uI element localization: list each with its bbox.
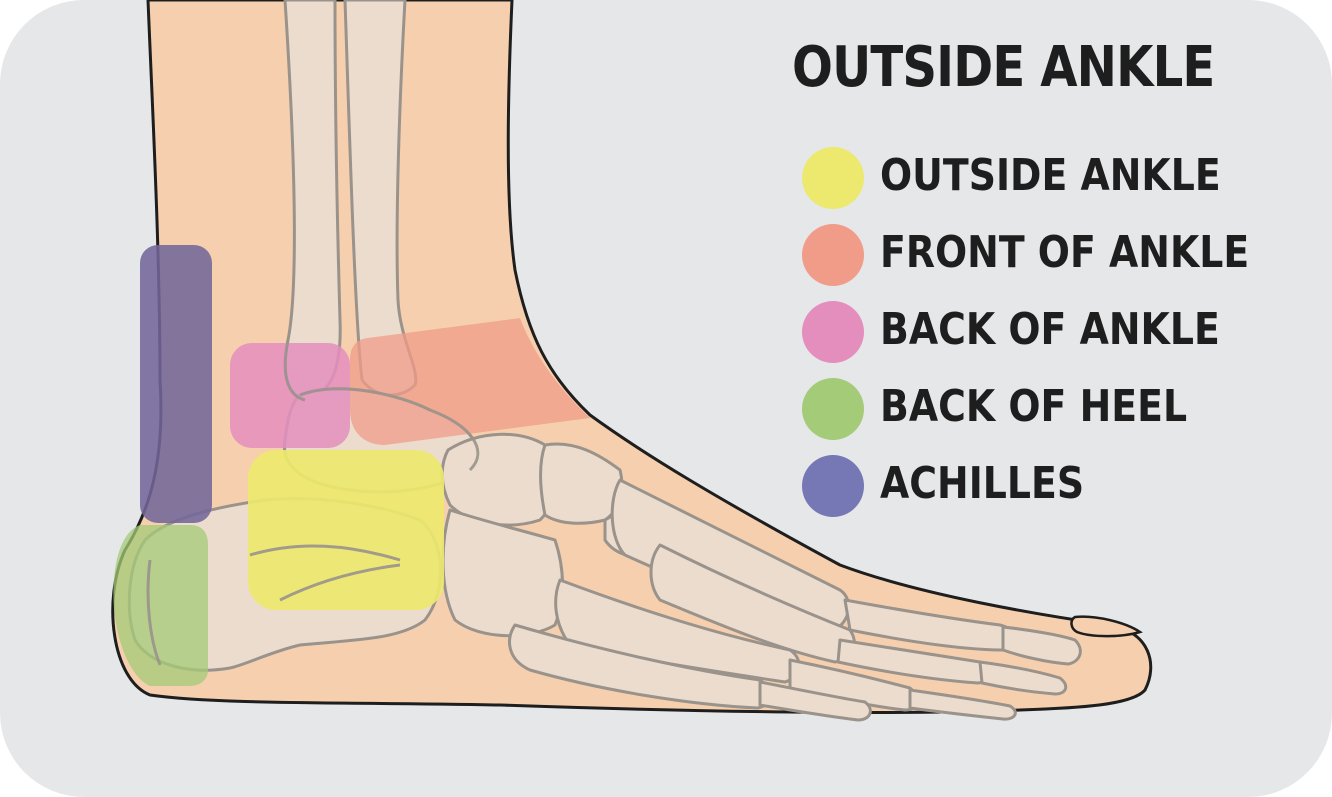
metatarsal-2 xyxy=(649,543,856,664)
region-back-of-heel xyxy=(113,525,208,686)
legend-label: ACHILLES xyxy=(880,458,1085,509)
region-outside-ankle xyxy=(248,450,444,610)
fibula xyxy=(283,0,342,402)
legend-item-outside-ankle: OUTSIDE ANKLE xyxy=(802,147,1302,224)
legend: OUTSIDE ANKLE FRONT OF ANKLE BACK OF ANK… xyxy=(802,147,1302,532)
phalanx-toe-2b xyxy=(978,660,1068,696)
circle-swatch-icon xyxy=(802,301,864,363)
cuboid xyxy=(441,508,564,638)
legend-item-front-of-ankle: FRONT OF ANKLE xyxy=(802,224,1302,301)
legend-item-achilles: ACHILLES xyxy=(802,455,1302,532)
phalanx-toe-3b xyxy=(908,688,1017,721)
region-front-of-ankle xyxy=(350,318,590,445)
legend-label: FRONT OF ANKLE xyxy=(880,227,1250,278)
toenail xyxy=(1070,615,1143,638)
legend-label: BACK OF ANKLE xyxy=(880,304,1220,355)
legend-label: BACK OF HEEL xyxy=(880,381,1188,432)
circle-swatch-icon xyxy=(802,455,864,517)
region-achilles xyxy=(140,245,212,523)
metatarsal-5 xyxy=(508,623,772,710)
circle-swatch-icon xyxy=(802,224,864,286)
legend-label: OUTSIDE ANKLE xyxy=(880,150,1221,201)
legend-item-back-of-heel: BACK OF HEEL xyxy=(802,378,1302,455)
phalanx-distal-big-toe xyxy=(1001,625,1082,666)
diagram-title: OUTSIDE ANKLE xyxy=(792,35,1215,100)
phalanx-toe-5 xyxy=(758,680,872,722)
circle-swatch-icon xyxy=(802,147,864,209)
navicular xyxy=(440,432,558,527)
circle-swatch-icon xyxy=(802,378,864,440)
region-back-of-ankle xyxy=(230,343,350,448)
legend-item-back-of-ankle: BACK OF ANKLE xyxy=(802,301,1302,378)
